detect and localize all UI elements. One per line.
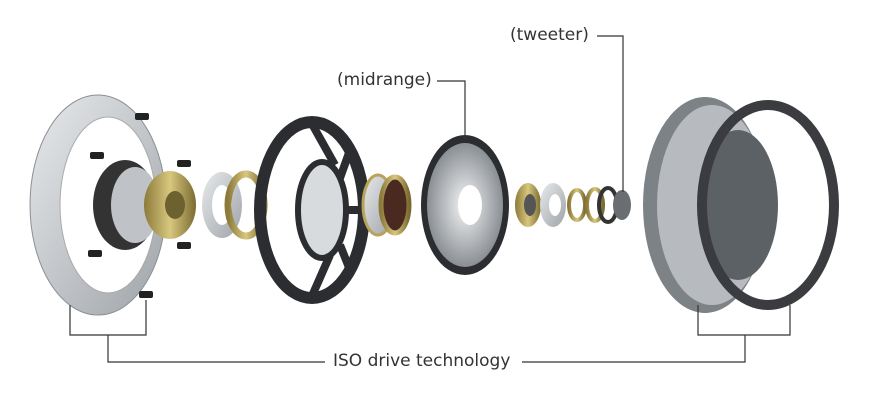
tweeter-parts — [515, 183, 631, 227]
spider — [378, 174, 412, 236]
leader-lines — [69, 35, 791, 363]
iso-drive-label: ISO drive technology — [333, 351, 511, 371]
midrange-label: (midrange) — [337, 70, 432, 90]
iso-housing — [643, 97, 778, 313]
motor-assembly — [93, 160, 196, 250]
tweeter-label: (tweeter) — [510, 25, 589, 45]
midrange-cone — [421, 135, 509, 275]
speaker-basket — [254, 116, 370, 304]
front-ring — [697, 100, 839, 310]
